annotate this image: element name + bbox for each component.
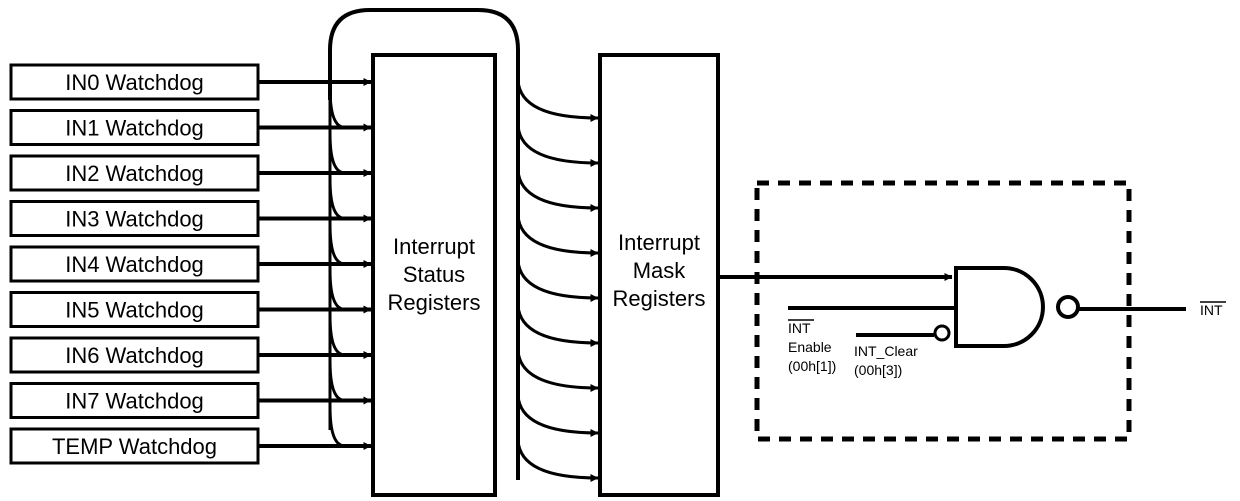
watchdog-label: IN0 Watchdog <box>65 70 204 95</box>
mask-connector-group <box>516 79 599 482</box>
mask-connector <box>516 259 599 302</box>
mask-connector <box>516 169 599 212</box>
mask-block-label-2: Mask <box>633 258 687 283</box>
status-block-label-3: Registers <box>388 290 481 315</box>
mask-connector <box>516 439 599 482</box>
watchdog-box <box>9 382 260 419</box>
bus-branch <box>328 178 346 220</box>
mask-connector <box>516 394 599 437</box>
int-clear-label-2: (00h[3]) <box>854 362 902 378</box>
status-block-label-1: Interrupt <box>393 234 475 259</box>
mask-block-label-1: Interrupt <box>618 230 700 255</box>
interrupt-mask-block <box>598 53 720 497</box>
watchdog-label: IN5 Watchdog <box>65 298 204 323</box>
watchdog-label: IN6 Watchdog <box>65 343 204 368</box>
watchdog-box <box>9 291 260 328</box>
watchdog-label: IN2 Watchdog <box>65 161 204 186</box>
watchdog-box <box>9 427 260 465</box>
status-block-label-2: Status <box>403 262 465 287</box>
bus-branch <box>328 87 346 129</box>
watchdog-box <box>9 245 260 283</box>
bus-branch <box>328 224 346 266</box>
bus-branch <box>328 133 346 175</box>
mask-connector <box>516 124 599 167</box>
interrupt-status-block <box>371 53 497 497</box>
nand-gate <box>954 266 1045 348</box>
feedback-bus <box>328 8 520 480</box>
mask-connector <box>516 79 599 122</box>
watchdog-box <box>9 200 260 237</box>
watchdog-label: IN3 Watchdog <box>65 207 204 232</box>
watchdog-label: IN7 Watchdog <box>65 389 204 414</box>
mask-block-label-3: Registers <box>613 286 706 311</box>
mask-connector <box>516 214 599 257</box>
nand-output-bubble <box>1056 295 1080 319</box>
int-enable-label-2: Enable <box>788 339 832 355</box>
mask-connector <box>516 304 599 347</box>
bus-branch <box>328 360 346 402</box>
int-output-label: INT <box>1200 302 1223 318</box>
watchdog-label: TEMP Watchdog <box>52 434 217 459</box>
bus-branch <box>328 406 346 448</box>
int-clear-inversion-bubble <box>933 324 951 342</box>
watchdog-label: IN4 Watchdog <box>65 252 204 277</box>
int-enable-label-3: (00h[1]) <box>788 358 836 374</box>
int-clear-label-1: INT_Clear <box>854 343 918 359</box>
bus-branch <box>328 269 346 311</box>
int-enable-label-1: INT <box>788 320 811 336</box>
bus-branch <box>328 315 346 357</box>
watchdog-label: IN1 Watchdog <box>65 116 204 141</box>
mask-connector <box>516 349 599 392</box>
watchdog-box <box>9 154 260 192</box>
